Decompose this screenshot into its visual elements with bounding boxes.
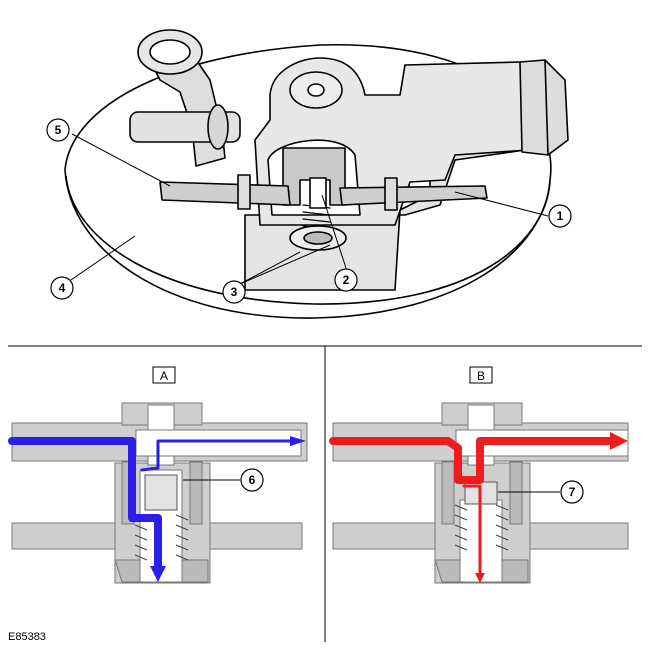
svg-text:1: 1 <box>557 209 564 223</box>
left-pipe-collar <box>207 104 229 150</box>
panel-a-flow-arrow <box>8 436 306 582</box>
valve-top-boss-hole <box>307 83 325 97</box>
panel-b-flow-arrow <box>329 432 628 583</box>
valve-seat-inner <box>303 231 333 245</box>
svg-text:3: 3 <box>231 285 238 299</box>
panel-a-valve-section <box>11 402 308 584</box>
callout-4: 4 <box>50 276 74 300</box>
panel-b-spring <box>454 504 509 551</box>
callout-5: 5 <box>46 118 70 142</box>
panel-frame <box>8 345 642 642</box>
panel-b: B 7 <box>329 366 629 584</box>
callout-3: 3 <box>222 280 246 304</box>
hex-nut-edge <box>544 59 549 156</box>
svg-text:5: 5 <box>55 123 62 137</box>
tube-clip-left <box>237 174 251 210</box>
panel-a-label-box <box>152 366 176 384</box>
svg-text:4: 4 <box>59 281 66 295</box>
svg-text:7: 7 <box>569 485 576 499</box>
elbow-pipe-bore <box>149 39 191 65</box>
panel-b-label-box <box>469 366 493 384</box>
hex-nut <box>519 59 569 156</box>
panel-b-label: B <box>477 369 485 383</box>
through-tube-right <box>339 185 488 206</box>
callout-6: 6 <box>240 468 264 492</box>
top-leader-lines <box>67 133 549 285</box>
svg-text:6: 6 <box>249 473 256 487</box>
top-assembly-illustration <box>64 29 569 319</box>
tube-clip-right <box>384 177 398 211</box>
panel-a: A 6 <box>8 366 308 584</box>
tube-center-stem <box>309 177 327 209</box>
flange-plate-edge <box>65 175 551 305</box>
callout-7: 7 <box>560 480 584 504</box>
figure-reference: E85383 <box>8 631 46 643</box>
callout-1: 1 <box>548 204 572 228</box>
panel-a-label: A <box>160 369 168 383</box>
callout-2: 2 <box>334 268 358 292</box>
svg-text:2: 2 <box>343 273 350 287</box>
